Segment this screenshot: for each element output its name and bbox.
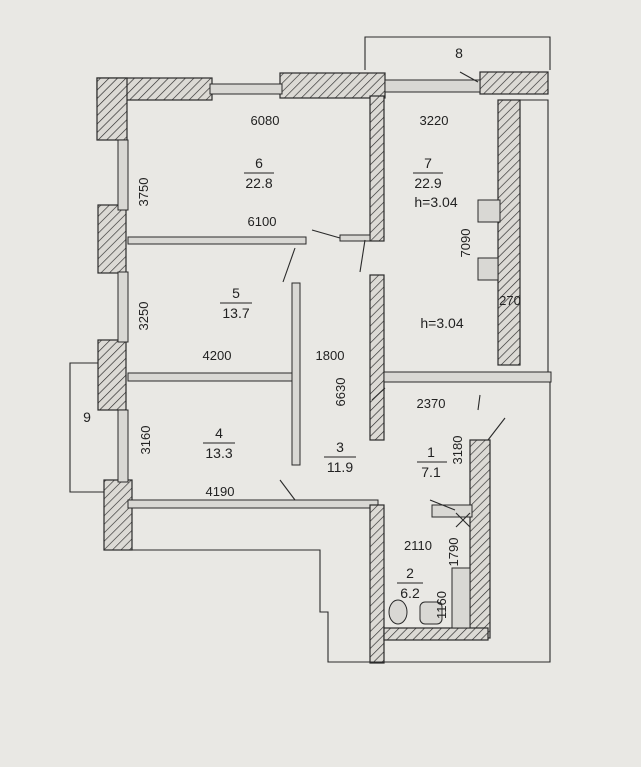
balcony-8-outline: [364, 36, 551, 70]
dimension-label: 3250: [136, 302, 151, 331]
dimension-label: 3180: [450, 436, 465, 465]
bathtub-icon: [451, 567, 471, 629]
dimension-label: 2370: [417, 396, 446, 411]
dimension-label: 2110: [404, 538, 432, 553]
dimension-label: 1160: [434, 591, 449, 619]
room-6-area: 22.8: [245, 175, 272, 191]
room-3-area: 11.9: [327, 459, 353, 475]
vent-icon: [455, 512, 471, 528]
balcony-9-outline: [69, 362, 105, 493]
dimension-label: 1790: [446, 538, 461, 567]
dimension-label: 270: [499, 293, 521, 308]
room-4-number: 4: [215, 425, 223, 441]
room-7-height: h=3.04: [414, 194, 457, 210]
toilet-icon: [388, 599, 408, 625]
balcony-9-number: 9: [83, 409, 91, 425]
dimension-label: 1800: [316, 348, 345, 363]
dimension-label: 7090: [458, 229, 473, 258]
room-3-number: 3: [336, 439, 344, 455]
dimension-label: 3160: [138, 426, 153, 455]
room-2-area: 6.2: [400, 585, 420, 601]
room-1-number: 1: [427, 444, 435, 460]
right-outline: [520, 99, 549, 372]
dimension-label: 4200: [203, 348, 232, 363]
stove-icon: [477, 199, 501, 223]
sink-icon: [477, 257, 499, 281]
dimension-labels: 6080 3220 3750 6100 7090 270 3250 4200 1…: [136, 113, 521, 619]
door-swings: [279, 71, 506, 511]
room-1-area: 7.1: [421, 464, 441, 480]
dimension-label: 6630: [333, 378, 348, 407]
dimension-label: 3220: [420, 113, 449, 128]
lower-outline: [132, 382, 551, 663]
room-5-number: 5: [232, 285, 240, 301]
interior-walls: [127, 95, 552, 664]
room-7-number: 7: [424, 155, 432, 171]
dimension-label: 6100: [248, 214, 277, 229]
room-4-area: 13.3: [205, 445, 232, 461]
room-6-number: 6: [255, 155, 263, 171]
dimension-label: 4190: [206, 484, 235, 499]
room-2-number: 2: [406, 565, 414, 581]
washbasin-icon: [419, 601, 443, 625]
room-labels: 6 22.8 7 22.9 h=3.04 5 13.7 h=3.04 4 13.…: [83, 45, 464, 601]
balcony-8-number: 8: [455, 45, 463, 61]
room-5-area: 13.7: [222, 305, 249, 321]
dimension-label: 6080: [251, 113, 280, 128]
exterior-walls: [96, 71, 549, 551]
dimension-label: 3750: [136, 178, 151, 207]
room-7-area: 22.9: [414, 175, 441, 191]
hall-height: h=3.04: [420, 315, 463, 331]
